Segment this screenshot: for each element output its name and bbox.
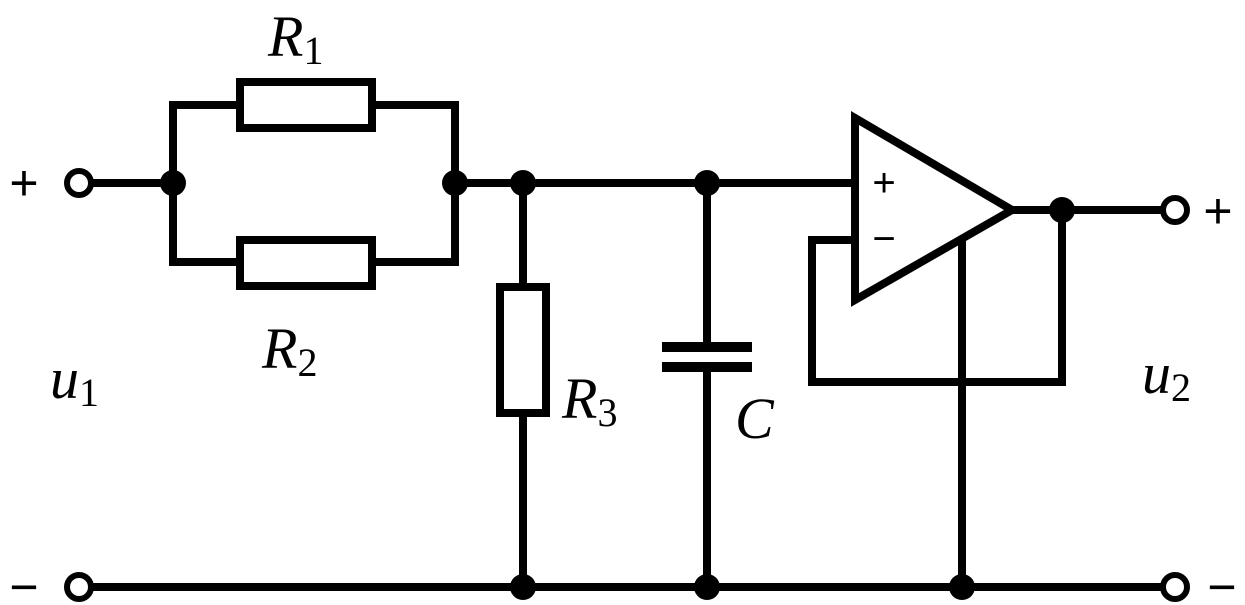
junction-dot xyxy=(510,170,536,196)
resistor-r2 xyxy=(236,236,376,290)
label-r3: R3 xyxy=(561,366,617,435)
label-r2: R2 xyxy=(261,316,317,385)
junction-dot xyxy=(694,574,720,600)
input-minus-sign: − xyxy=(9,559,38,605)
opamp-minus-sign: − xyxy=(872,217,895,261)
terminal-output-plus xyxy=(1160,195,1190,225)
terminal-input-minus xyxy=(64,572,94,602)
terminal-input-plus xyxy=(64,168,94,198)
opamp-plus-sign: + xyxy=(872,161,895,205)
resistor-r3 xyxy=(496,283,550,417)
junction-dot xyxy=(694,170,720,196)
label-c: C xyxy=(735,386,775,451)
capacitor-c xyxy=(662,342,752,372)
opamp-triangle xyxy=(851,111,1020,307)
label-r1: R1 xyxy=(267,4,323,73)
output-plus-sign: + xyxy=(1203,183,1232,239)
junction-dot xyxy=(1049,197,1075,223)
junction-dot xyxy=(510,574,536,600)
terminal-output-minus xyxy=(1160,572,1190,602)
junction-dot xyxy=(949,574,975,600)
output-minus-sign: − xyxy=(1207,559,1236,605)
label-u1: u1 xyxy=(50,346,99,415)
junction-dots xyxy=(160,170,1075,600)
wires xyxy=(88,101,1166,591)
label-u2: u2 xyxy=(1142,341,1191,410)
resistor-r1 xyxy=(236,78,376,132)
junction-dot xyxy=(160,170,186,196)
input-plus-sign: + xyxy=(9,155,38,211)
junction-dot xyxy=(442,170,468,196)
wire-feedback xyxy=(808,206,1066,386)
